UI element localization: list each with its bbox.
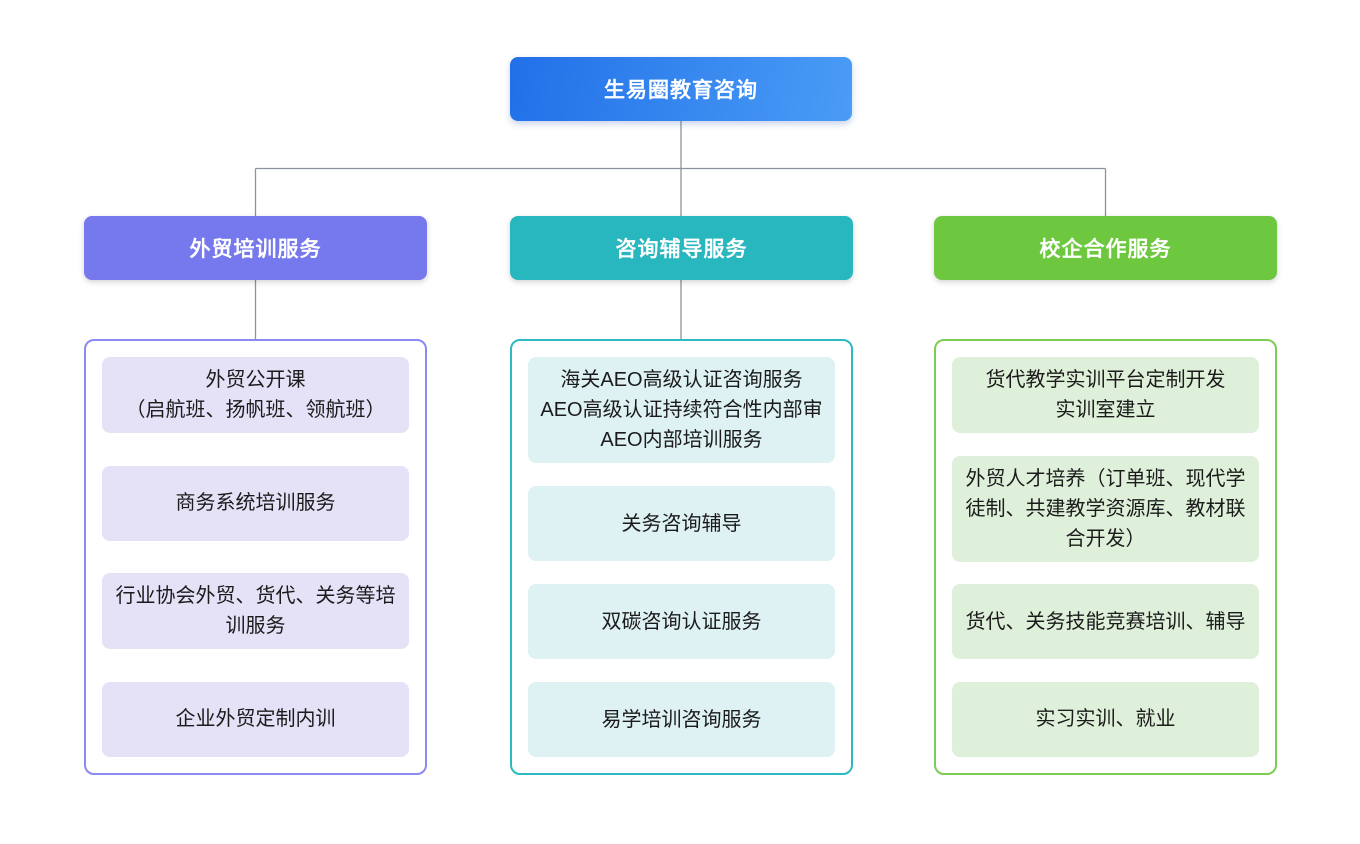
service-item: 实习实训、就业 bbox=[952, 681, 1259, 757]
service-item: 商务系统培训服务 bbox=[102, 465, 409, 541]
branch-body-foreign-trade-training: 外贸公开课 （启航班、扬帆班、领航班） 商务系统培训服务 行业协会外贸、货代、关… bbox=[84, 339, 427, 775]
branch-foreign-trade-training: 外贸培训服务 外贸公开课 （启航班、扬帆班、领航班） 商务系统培训服务 行业协会… bbox=[84, 216, 427, 775]
branch-title: 外贸培训服务 bbox=[189, 238, 322, 261]
branch-body-consulting-coaching: 海关AEO高级认证咨询服务 AEO高级认证持续符合性内部审 AEO内部培训服务 … bbox=[510, 339, 853, 775]
branch-body-school-enterprise-cooperation: 货代教学实训平台定制开发 实训室建立 外贸人才培养（订单班、现代学徒制、共建教学… bbox=[934, 339, 1277, 775]
branch-title: 咨询辅导服务 bbox=[615, 238, 748, 261]
branch-consulting-coaching: 咨询辅导服务 海关AEO高级认证咨询服务 AEO高级认证持续符合性内部审 AEO… bbox=[510, 216, 853, 775]
branch-school-enterprise-cooperation: 校企合作服务 货代教学实训平台定制开发 实训室建立 外贸人才培养（订单班、现代学… bbox=[934, 216, 1277, 775]
service-item: 关务咨询辅导 bbox=[528, 486, 835, 561]
service-item: 易学培训咨询服务 bbox=[528, 682, 835, 757]
service-item: 企业外贸定制内训 bbox=[102, 681, 409, 757]
branch-title: 校企合作服务 bbox=[1039, 238, 1172, 261]
service-item: 行业协会外贸、货代、关务等培训服务 bbox=[102, 573, 409, 650]
branch-header-school-enterprise-cooperation: 校企合作服务 bbox=[934, 216, 1277, 280]
root-node: 生易圈教育咨询 bbox=[510, 57, 852, 121]
branch-header-foreign-trade-training: 外贸培训服务 bbox=[84, 216, 427, 280]
service-item: 海关AEO高级认证咨询服务 AEO高级认证持续符合性内部审 AEO内部培训服务 bbox=[528, 357, 835, 463]
branch-header-consulting-coaching: 咨询辅导服务 bbox=[510, 216, 853, 280]
service-item: 外贸公开课 （启航班、扬帆班、领航班） bbox=[102, 357, 409, 433]
service-item: 双碳咨询认证服务 bbox=[528, 584, 835, 659]
service-item: 外贸人才培养（订单班、现代学徒制、共建教学资源库、教材联合开发） bbox=[952, 455, 1259, 562]
service-item: 货代、关务技能竞赛培训、辅导 bbox=[952, 584, 1259, 660]
root-node-label: 生易圈教育咨询 bbox=[604, 79, 758, 102]
service-item: 货代教学实训平台定制开发 实训室建立 bbox=[952, 357, 1259, 433]
